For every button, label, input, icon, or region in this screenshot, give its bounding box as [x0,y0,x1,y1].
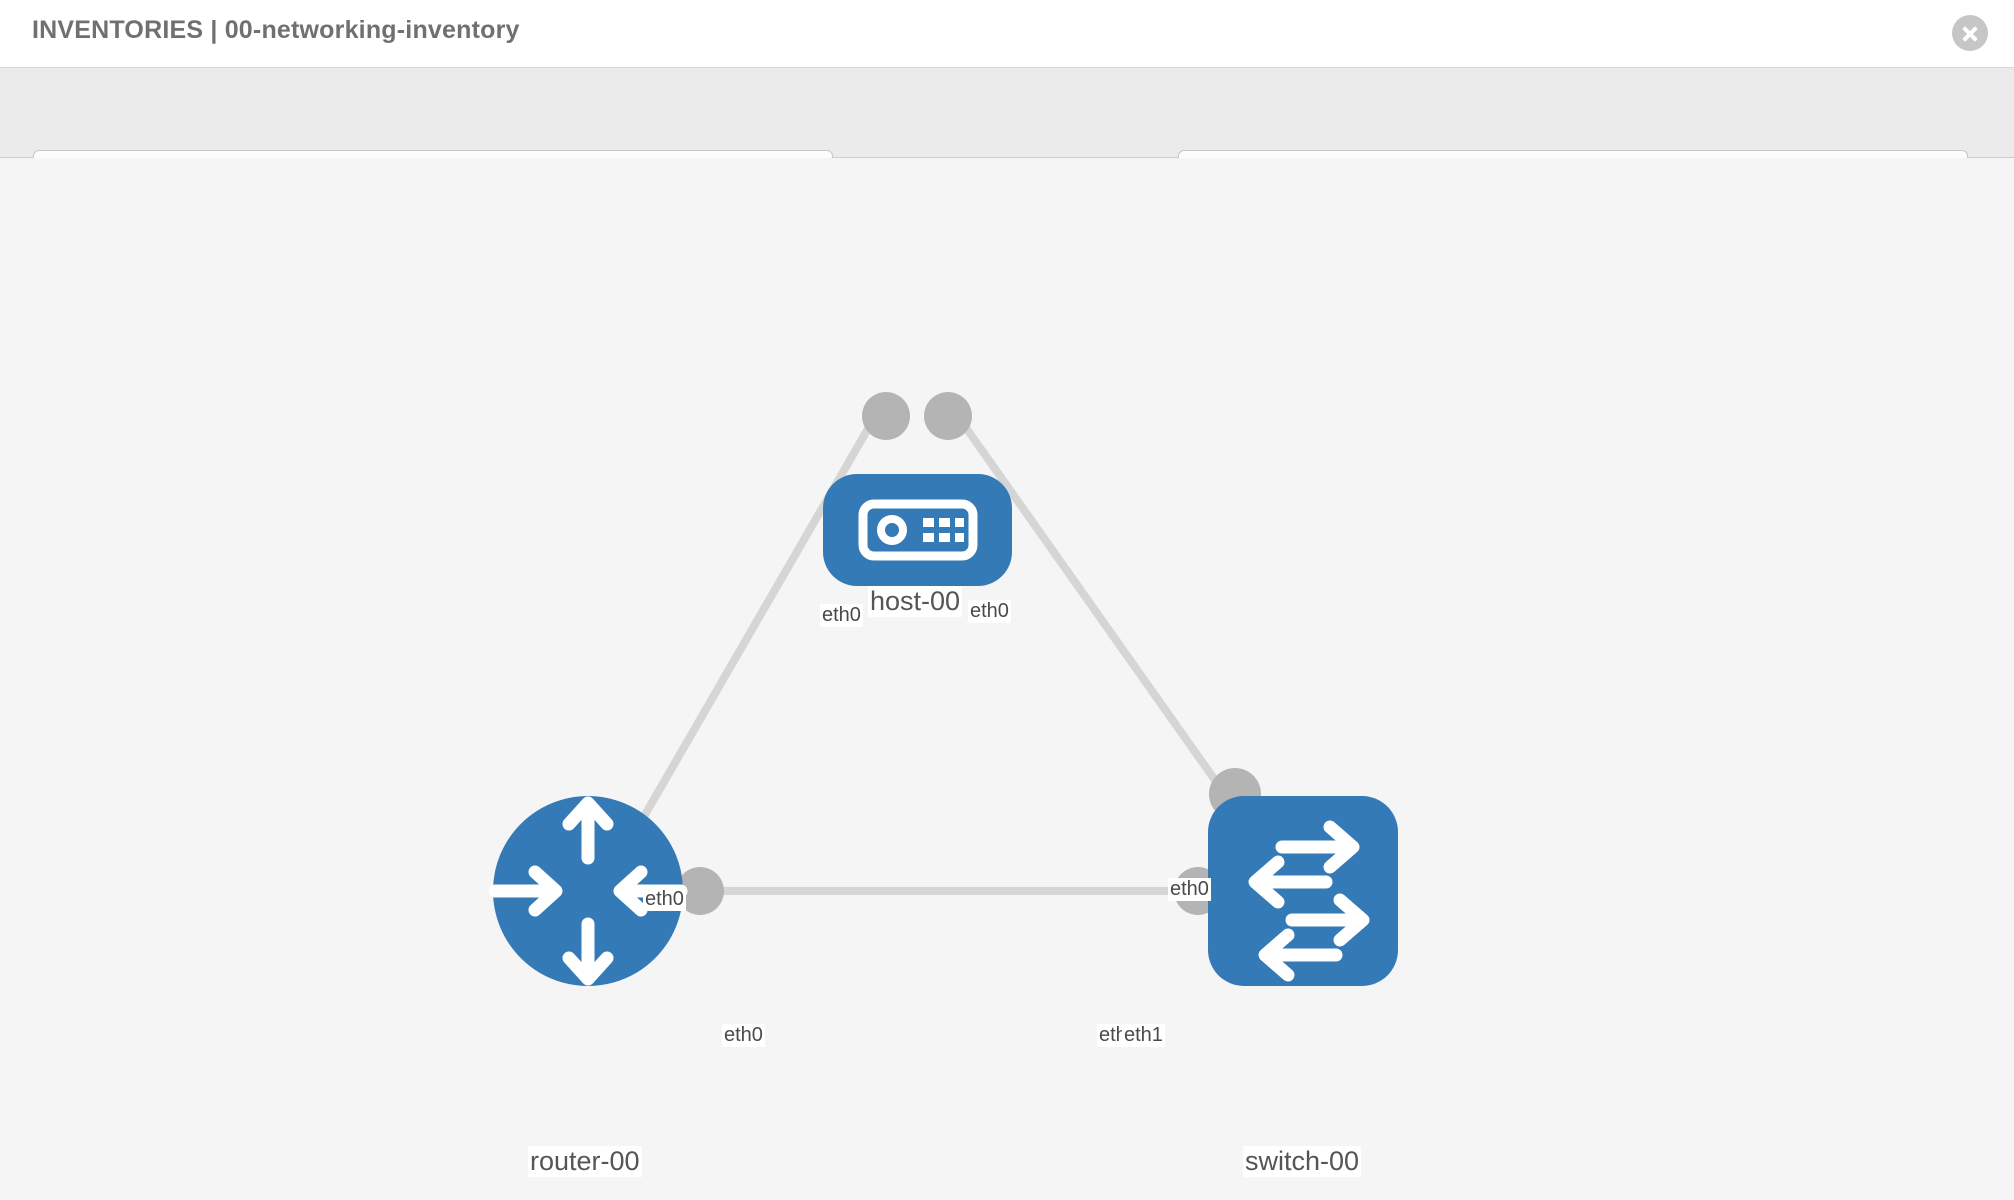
iface-label-host-left-eth0: eth0 [820,604,863,627]
page-header: INVENTORIES | 00-networking-inventory [0,0,2014,68]
page-title: INVENTORIES | 00-networking-inventory [32,16,520,44]
connector-host-left [862,392,910,440]
topology-canvas[interactable]: eth0 eth0 eth0 eth0 eth0 eth0 eth1 host-… [0,158,2014,1200]
node-switch-00 [1208,796,1398,986]
close-icon[interactable] [1952,15,1988,51]
node-host-00 [823,474,1012,586]
node-label-router-00: router-00 [528,1146,642,1177]
topology-graph [488,392,1398,986]
connector-host-right [924,392,972,440]
iface-label-switch-left-eth1: eth1 [1122,1024,1165,1047]
node-label-host-00: host-00 [868,586,963,617]
iface-label-switch-up-eth0: eth0 [1168,878,1211,901]
iface-label-host-right-eth0: eth0 [968,600,1011,623]
node-label-switch-00: switch-00 [1243,1146,1362,1177]
iface-label-router-right-eth0: eth0 [722,1024,765,1047]
toolbar: ACTIONS SEARCH [0,68,2014,202]
link-host-router [616,405,884,861]
connector-router-right [676,867,724,915]
iface-label-router-up-eth0: eth0 [643,888,686,911]
topology-connectors [676,392,1261,915]
